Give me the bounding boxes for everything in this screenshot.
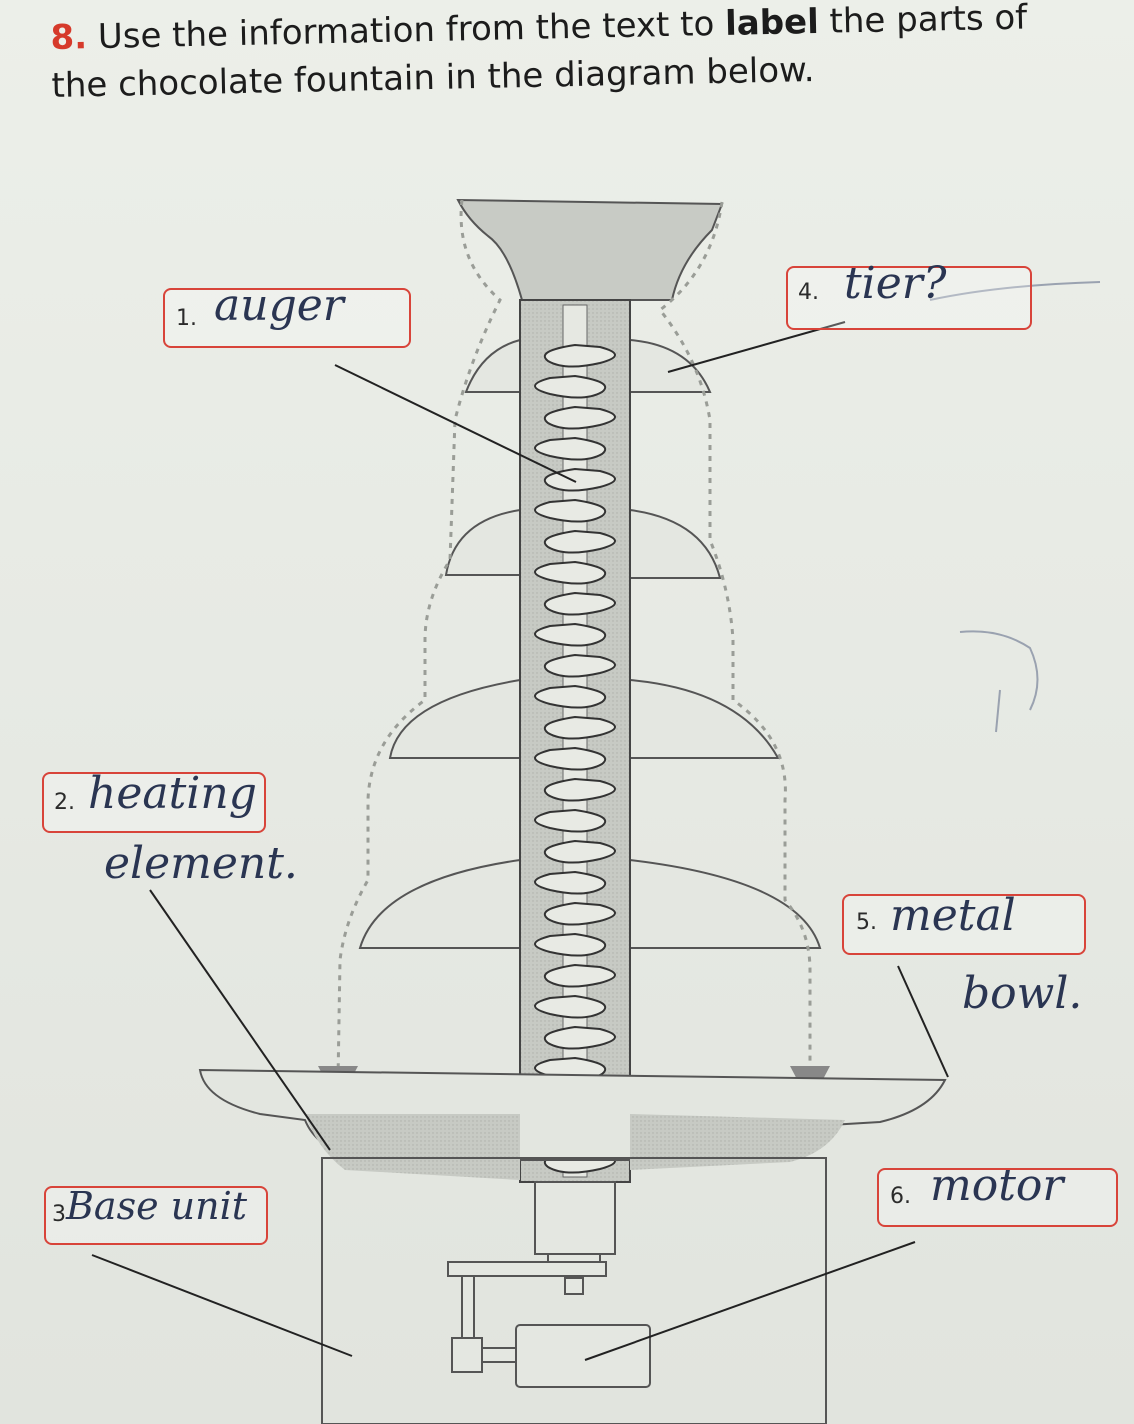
- auger-flight: [534, 746, 607, 771]
- auger-flight: [543, 901, 616, 926]
- auger-flight: [543, 591, 616, 616]
- auger-flight: [534, 808, 607, 833]
- answer-4: tier?: [844, 258, 947, 309]
- leader-line-1: [334, 364, 577, 483]
- auger-flight: [534, 622, 607, 647]
- auger-flight: [543, 653, 616, 678]
- leader-line-6: [584, 1241, 916, 1361]
- motor-arm: [447, 1261, 607, 1277]
- motor-rod: [461, 1275, 475, 1339]
- auger-flight: [534, 870, 607, 895]
- label-box-4[interactable]: [786, 266, 1032, 330]
- fountain-crown: [456, 198, 724, 301]
- auger-flight: [534, 684, 607, 709]
- label-number-5: 5.: [856, 910, 877, 935]
- leader-line-5: [897, 965, 949, 1078]
- drive-shaft: [534, 1181, 616, 1255]
- motor-shaft: [481, 1347, 517, 1363]
- auger-flight: [543, 405, 616, 430]
- answer-2-line1: heating: [88, 768, 257, 819]
- auger-flight: [543, 1025, 616, 1050]
- answer-1: auger: [214, 280, 344, 331]
- fountain-tiers: [358, 338, 822, 949]
- auger-flight: [543, 777, 616, 802]
- auger-flight: [543, 529, 616, 554]
- pencil-marks: [929, 281, 1101, 733]
- auger-flight: [534, 560, 607, 585]
- auger-flight: [543, 839, 616, 864]
- label-number-6: 6.: [890, 1184, 911, 1209]
- chocolate-pool: [305, 1114, 520, 1180]
- leader-line-4: [667, 321, 846, 373]
- chocolate-pool-right: [630, 1114, 845, 1170]
- flow-line-right: [657, 201, 812, 1080]
- auger-flight: [534, 498, 607, 523]
- motor-bolt: [564, 1277, 584, 1295]
- motor-body: [515, 1324, 651, 1388]
- label-number-4: 4.: [798, 280, 819, 305]
- base-unit: [321, 1157, 827, 1424]
- flow-line-left: [336, 199, 502, 1081]
- answer-3: Base unit: [66, 1184, 248, 1228]
- leader-line-3: [91, 1254, 353, 1357]
- auger-flight: [534, 932, 607, 957]
- answer-5-line2: bowl.: [962, 968, 1083, 1019]
- motor-coupling: [451, 1337, 483, 1373]
- label-box-6[interactable]: [877, 1168, 1118, 1227]
- auger-flight: [534, 374, 607, 399]
- leader-line-2: [149, 889, 331, 1151]
- label-box-5[interactable]: [842, 894, 1086, 955]
- auger-flight: [543, 343, 616, 368]
- answer-6: motor: [930, 1160, 1064, 1211]
- label-number-1: 1.: [176, 306, 197, 331]
- label-number-2: 2.: [54, 790, 75, 815]
- label-box-2[interactable]: [42, 772, 266, 833]
- auger-flight: [543, 963, 616, 988]
- auger-flight: [534, 436, 607, 461]
- label-box-3[interactable]: [44, 1186, 268, 1245]
- leader-lines: [91, 321, 949, 1361]
- answer-2-line2: element.: [104, 838, 298, 889]
- label-box-1[interactable]: [163, 288, 411, 348]
- auger-flight: [543, 715, 616, 740]
- auger-flight: [534, 994, 607, 1019]
- answer-5-line1: metal: [890, 890, 1016, 941]
- label-number-3: 3: [52, 1202, 66, 1227]
